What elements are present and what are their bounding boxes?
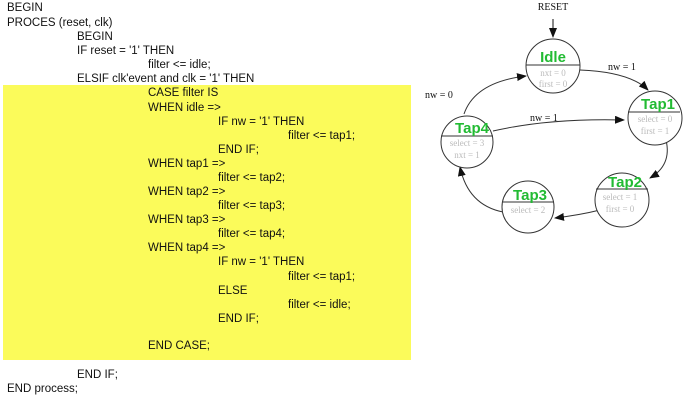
state-output: select = 2	[511, 205, 546, 215]
transition-idle-tap1	[579, 69, 649, 91]
code-line: filter <= idle;	[288, 299, 351, 311]
code-line: END IF;	[77, 369, 118, 381]
reset-label: RESET	[538, 2, 569, 13]
transition-tap4-tap1	[492, 115, 625, 132]
code-line: CASE filter IS	[148, 87, 219, 99]
code-line: PROCES (reset, clk)	[7, 17, 113, 29]
state-idle: Idle nxt = 0 first = 0	[525, 38, 581, 94]
state-output: nxt = 0	[540, 68, 566, 78]
transition-tap4-idle	[463, 73, 527, 115]
state-output: first = 1	[641, 126, 670, 136]
code-line: BEGIN	[7, 2, 43, 14]
code-line: WHEN tap3 =>	[148, 214, 226, 226]
transition-tap3-tap4	[457, 166, 504, 213]
code-line: BEGIN	[77, 31, 113, 43]
code-line: WHEN tap1 =>	[148, 158, 226, 170]
state-output: first = 0	[606, 204, 635, 214]
state-tap1: Tap1 select = 0 first = 1	[627, 90, 683, 146]
transition-tap2-tap3	[554, 209, 601, 221]
state-name: Idle	[540, 49, 566, 66]
state-tap3: Tap3 select = 2	[501, 180, 555, 234]
state-name: Tap4	[455, 120, 490, 137]
code-line: END IF;	[218, 144, 259, 156]
case-highlight	[3, 85, 411, 360]
state-tap4: Tap4 select = 3 nxt = 1	[440, 115, 494, 169]
code-line: IF nw = '1' THEN	[218, 116, 305, 128]
code-line: filter <= idle;	[148, 59, 211, 71]
code-line: filter <= tap2;	[218, 172, 286, 184]
state-output: select = 0	[638, 114, 673, 124]
code-line: filter <= tap1;	[288, 271, 356, 283]
code-line: WHEN tap4 =>	[148, 242, 226, 254]
code-line: ELSE	[218, 285, 248, 297]
code-line: filter <= tap3;	[218, 200, 286, 212]
code-line: filter <= tap1;	[288, 130, 356, 142]
state-output: select = 3	[450, 138, 485, 148]
code-line: IF nw = '1' THEN	[218, 256, 305, 268]
state-output: first = 0	[539, 79, 568, 89]
state-name: Tap2	[608, 174, 642, 191]
state-name: Tap3	[513, 187, 547, 204]
transition-label: nw = 0	[425, 90, 453, 101]
transition-tap1-tap2	[649, 139, 668, 179]
transition-label: nw = 1	[530, 113, 558, 124]
code-line: WHEN tap2 =>	[148, 186, 226, 198]
transition-label: nw = 1	[608, 62, 636, 73]
code-line: IF reset = '1' THEN	[77, 45, 175, 57]
code-line: END IF;	[218, 313, 259, 325]
state-output: nxt = 1	[454, 150, 480, 160]
code-line: END process;	[7, 383, 78, 395]
code-line: filter <= tap4;	[218, 228, 286, 240]
state-tap2: Tap2 select = 1 first = 0	[594, 172, 650, 228]
code-line: ELSIF clk'event and clk = '1' THEN	[77, 73, 255, 85]
code-line: END CASE;	[148, 340, 210, 352]
state-output: select = 1	[603, 192, 638, 202]
state-name: Tap1	[641, 96, 675, 113]
code-line: WHEN idle =>	[148, 102, 221, 114]
